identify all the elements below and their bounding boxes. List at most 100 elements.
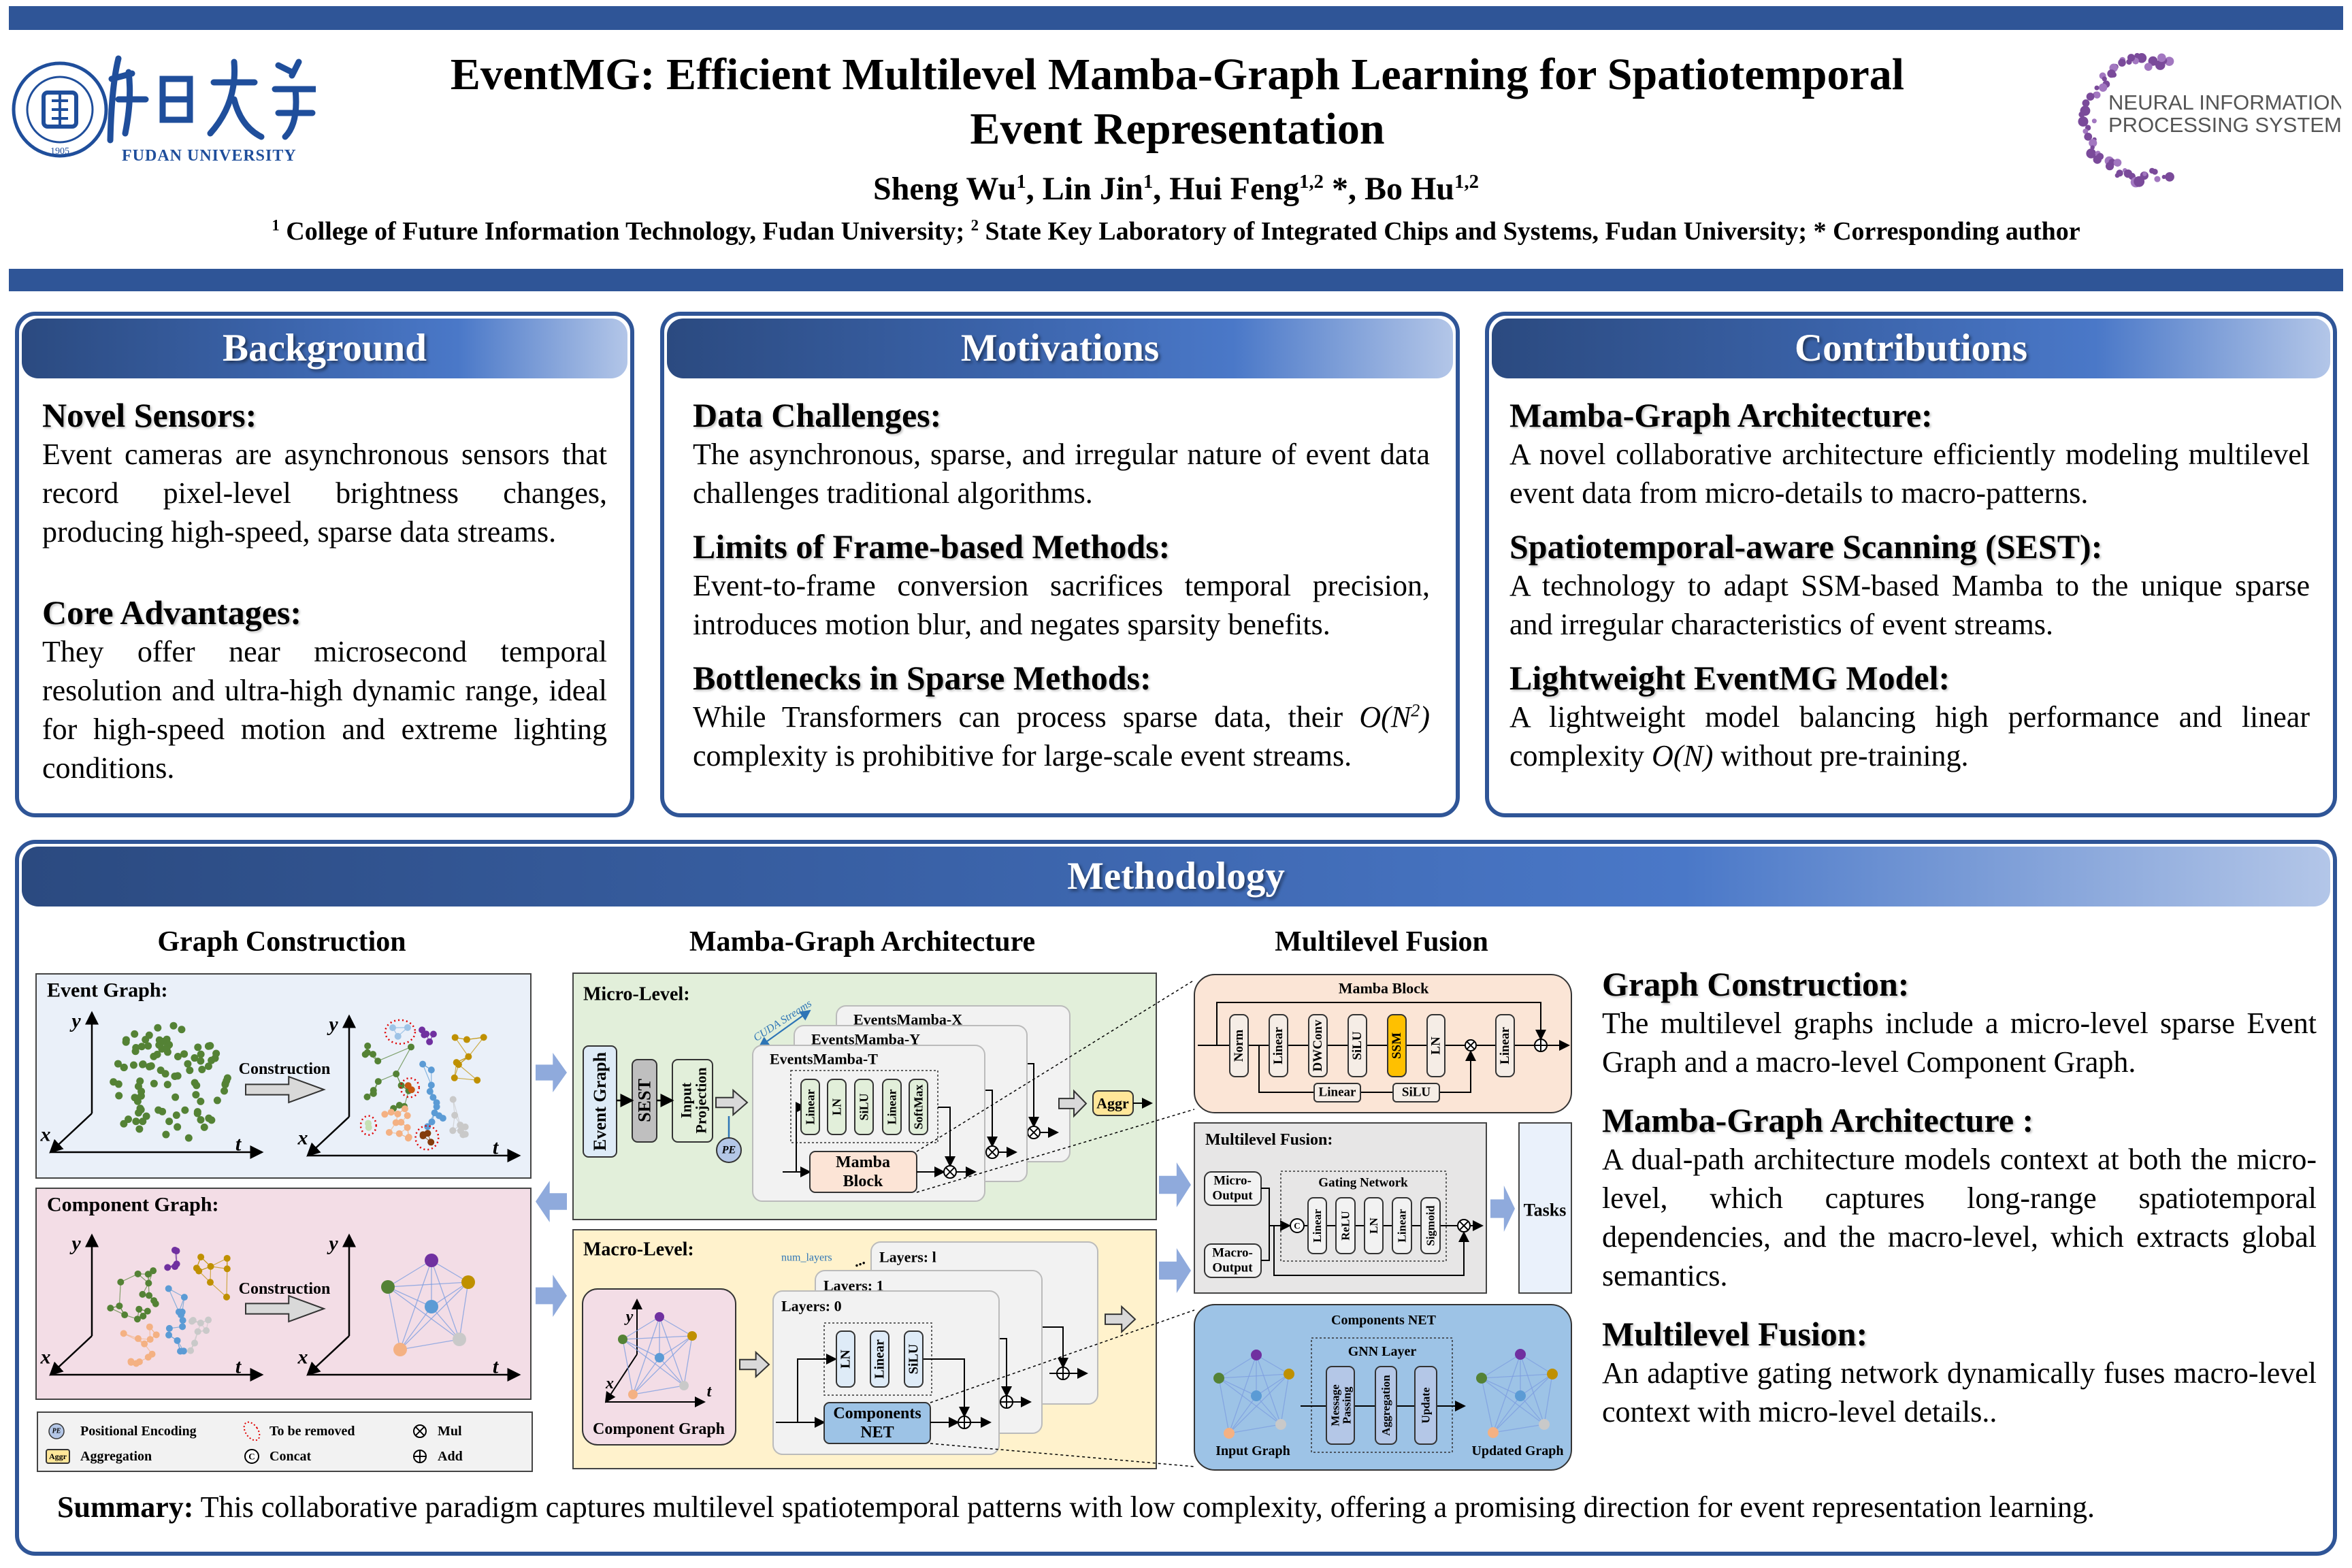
micro-gating-dotted-box: [790, 1070, 938, 1143]
summary: Summary: This collaborative paradigm cap…: [57, 1490, 2095, 1524]
tasks-box: [1518, 1122, 1572, 1294]
graph-node: [427, 1066, 435, 1074]
axis-label-x: x: [297, 1346, 308, 1369]
axis-label-y: y: [624, 1308, 634, 1326]
event-point: [131, 1047, 140, 1056]
graph-node: [197, 1254, 205, 1261]
author: Hui Feng1,2 *: [1169, 171, 1348, 207]
event-point: [178, 1026, 186, 1034]
graph-edge: [431, 1306, 460, 1340]
graph-node: [424, 1123, 431, 1130]
graph-node: [191, 1339, 199, 1347]
connector-line: [1273, 1226, 1469, 1276]
macro-output-label: Output: [1212, 1261, 1253, 1275]
axis-label-y: y: [327, 1013, 338, 1036]
graph-node: [381, 1111, 389, 1118]
aggr-arrow: [1058, 1089, 1088, 1118]
micro-level-title: Micro-Level:: [583, 984, 690, 1005]
graph-node: [1251, 1350, 1262, 1360]
graph-node: [370, 1051, 377, 1058]
graph-edge: [659, 1316, 693, 1337]
graph-edge: [1520, 1354, 1545, 1425]
graph-node: [1224, 1428, 1235, 1439]
mamba-sub-block-label: Norm: [1232, 1030, 1246, 1062]
event-point: [120, 1063, 128, 1071]
graph-node: [180, 1348, 187, 1355]
legend-label: Add: [438, 1449, 463, 1464]
legend-label: Concat: [270, 1449, 311, 1464]
header-divider-bar: [9, 269, 2343, 291]
macro-level-title: Macro-Level:: [583, 1239, 694, 1260]
graph-node: [1515, 1390, 1526, 1401]
author: Lin Jin1: [1042, 171, 1154, 207]
gnn-layer-box: [1311, 1337, 1453, 1453]
graph-edge: [1228, 1354, 1257, 1434]
section-heading: Core Advantages:: [42, 593, 302, 632]
macro-output-label: Macro-: [1212, 1246, 1253, 1260]
fusion-title: Multilevel Fusion:: [1205, 1131, 1333, 1149]
graph-node: [140, 1312, 147, 1320]
graph-node: [146, 1336, 154, 1343]
event-point: [139, 1060, 147, 1068]
section-heading: Novel Sensors:: [42, 396, 257, 434]
positional-encoding-node: [716, 1137, 742, 1163]
description-heading: Multilevel Fusion:: [1602, 1315, 1868, 1353]
event-point: [133, 1097, 142, 1105]
flow-arrow-left: [536, 1181, 567, 1222]
multiply-icon: [943, 1165, 957, 1179]
graph-node: [207, 1262, 214, 1270]
component-graph-box: [35, 1188, 532, 1400]
graph-edge: [1218, 1377, 1230, 1434]
gating-network-title: Gating Network: [1318, 1176, 1408, 1190]
graph-node: [194, 1328, 201, 1335]
add-icon: [958, 1416, 971, 1429]
logo-dot: [2142, 172, 2147, 176]
graph-edge: [168, 1288, 180, 1312]
graph-node: [1213, 1373, 1224, 1384]
event-graph-title: Event Graph:: [47, 979, 168, 1002]
graph-node: [127, 1358, 135, 1366]
graph-edge: [1218, 1373, 1290, 1379]
mamba-sub-block-label: LN: [1429, 1036, 1443, 1055]
graph-node: [655, 1312, 664, 1322]
logo-dot: [2148, 56, 2158, 66]
axis-label-x: x: [605, 1375, 614, 1392]
author: Sheng Wu1: [873, 171, 1026, 207]
add-icon: [1534, 1039, 1548, 1052]
event-point: [115, 1092, 123, 1100]
gating-block-label: ReLU: [1339, 1211, 1352, 1240]
axis-label-x: x: [40, 1124, 51, 1146]
graph-node: [425, 1300, 438, 1313]
graph-node: [449, 1127, 457, 1134]
graph-edge: [1228, 1424, 1281, 1434]
mamba-sub-block: [1426, 1014, 1446, 1077]
logo-dot: [2165, 172, 2174, 182]
graph-node: [363, 1093, 371, 1100]
graph-node: [419, 1026, 426, 1034]
layer-title: Layers: 0: [781, 1298, 842, 1315]
event-point: [114, 1060, 122, 1068]
logo-dot: [2093, 155, 2102, 164]
panel-title: Methodology: [22, 847, 2330, 906]
graph-node: [394, 1110, 402, 1117]
graph-node: [135, 1305, 143, 1313]
gating-block-label: Linear: [1311, 1209, 1324, 1243]
svg-text:1905: 1905: [50, 146, 69, 157]
graph-edge: [632, 1385, 685, 1395]
macro-input-arrow: [739, 1350, 770, 1379]
section-text: A lightweight model balancing high perfo…: [1509, 700, 2310, 772]
graph-edge: [1256, 1395, 1281, 1425]
graph-edge: [387, 1281, 469, 1288]
graph-node: [419, 1060, 427, 1068]
description-heading: Graph Construction:: [1602, 965, 1910, 1003]
panel-title: Background: [22, 318, 627, 378]
graph-node: [408, 1086, 415, 1094]
construction-label: Construction: [239, 1060, 331, 1078]
graph-node: [381, 1280, 395, 1294]
update-block-label: Update: [1420, 1387, 1433, 1423]
micro-block: [909, 1079, 928, 1135]
legend-concat-glyph: C: [248, 1452, 255, 1462]
flow-arrow-right: [1159, 1248, 1191, 1293]
graph-node: [395, 1130, 403, 1137]
graph-node: [370, 1087, 377, 1094]
